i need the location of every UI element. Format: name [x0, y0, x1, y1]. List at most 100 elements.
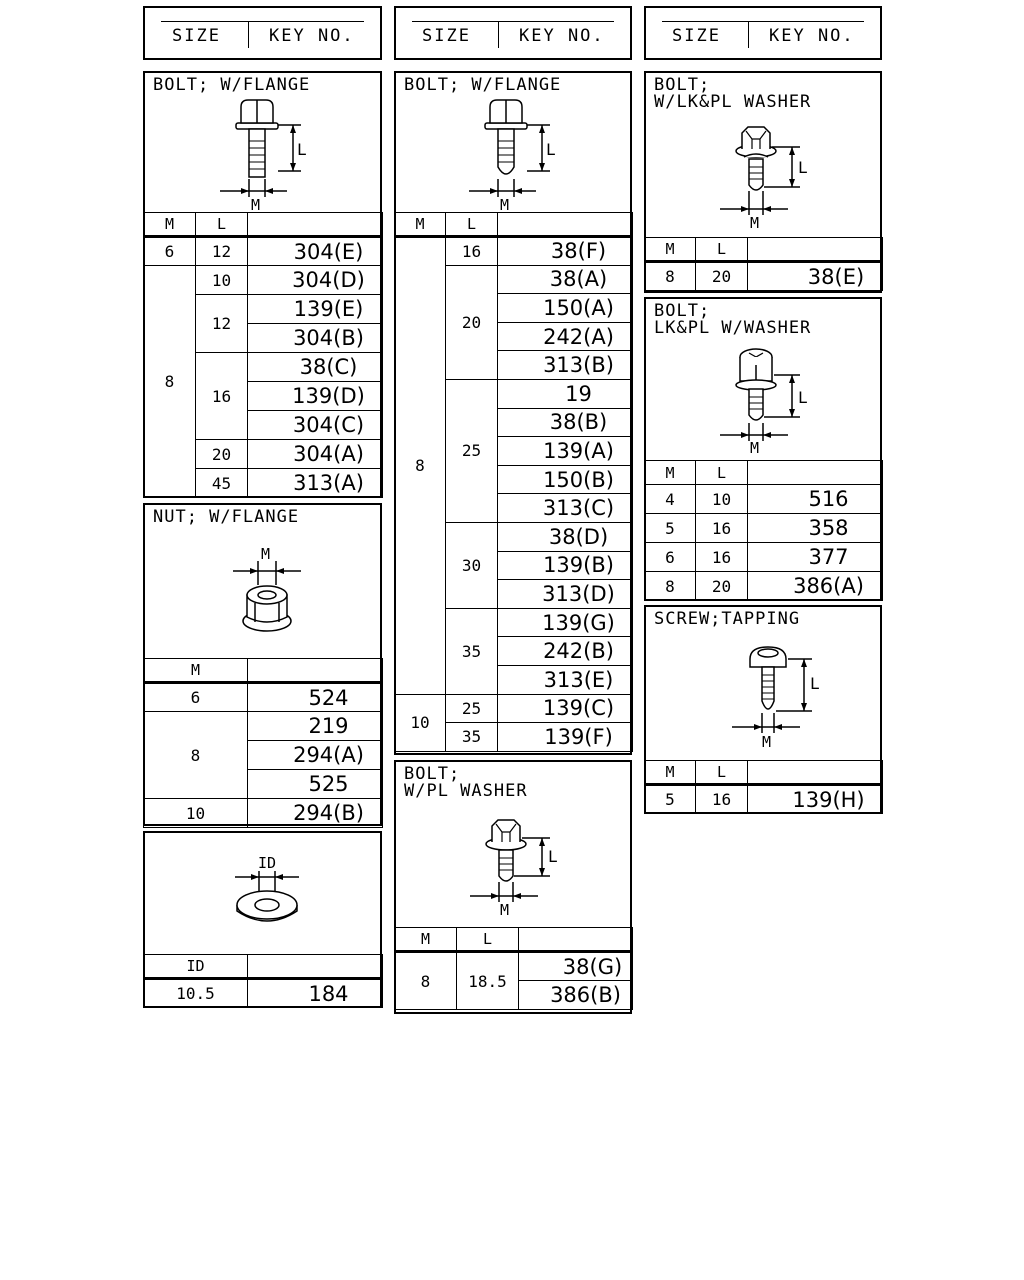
- table-row: 242(B): [395, 636, 633, 666]
- flange-bolt-icon: L M: [469, 99, 556, 213]
- table-row: 6 16 377: [644, 542, 883, 572]
- col-key-header: [747, 460, 883, 485]
- size-table: M 6 524 8 219 294(A) 525 10 294(B): [143, 658, 383, 828]
- header-box-2: SIZE KEY NO.: [394, 6, 632, 60]
- panel-bolt-flange-2: BOLT; W/FLANGE L M M L 8 16: [394, 71, 633, 755]
- panel-title: BOLT; W/LK&PL WASHER: [654, 75, 812, 112]
- col-l-header: L: [695, 760, 748, 786]
- dim-l-label: L: [798, 158, 808, 177]
- panel-bolt-pl-washer: BOLT; W/PL WASHER L M M L 8 18.: [394, 760, 633, 1014]
- table-row: 8 18.5 38(G): [394, 951, 633, 1010]
- table-row: 20 38(A): [395, 264, 633, 380]
- table-row: 8 10 304(D): [143, 265, 383, 498]
- table-row: 5 16 139(H): [644, 784, 883, 814]
- table-row: 35 139(F): [395, 722, 633, 752]
- header-box-1: SIZE KEY NO.: [143, 6, 382, 60]
- key-no-label: KEY NO.: [269, 26, 355, 46]
- table-row: 6 524: [143, 682, 383, 712]
- col-l-header: L: [445, 212, 498, 238]
- table-row: 6 12 304(E): [143, 236, 383, 266]
- table-row: 386(B): [395, 980, 633, 1010]
- table-row: 16 38(C): [144, 352, 383, 440]
- size-label: SIZE: [672, 26, 721, 46]
- dim-m-label: M: [762, 733, 771, 751]
- dim-m-label: M: [750, 439, 759, 457]
- table-row: 313(C): [395, 493, 633, 523]
- key-no-label: KEY NO.: [519, 26, 605, 46]
- panel-title: BOLT; LK&PL W/WASHER: [654, 301, 812, 338]
- dim-m-label: M: [500, 901, 509, 919]
- col-key-header: [747, 237, 883, 263]
- table-row: 304(B): [144, 323, 383, 353]
- panel-title: BOLT; W/PL WASHER: [404, 764, 528, 801]
- table-row: 38(B): [395, 407, 633, 438]
- col-m-header: M: [644, 237, 696, 263]
- panel-title: BOLT; W/FLANGE: [404, 75, 562, 95]
- panel-bolt-flange-1: BOLT; W/FLANGE L M M L 6 12: [143, 71, 383, 498]
- table-row: 35 139(G): [395, 607, 633, 695]
- col-m-header: M: [143, 658, 248, 684]
- pl-washer-bolt-icon: L M: [470, 819, 558, 919]
- dim-m-label: M: [750, 214, 759, 232]
- col-l-header: L: [456, 927, 519, 953]
- table-row: 525: [144, 769, 383, 799]
- col-id-header: ID: [143, 954, 248, 980]
- table-row: 8 20 38(E): [644, 261, 883, 291]
- header-divider: [748, 22, 749, 48]
- header-rule: [662, 21, 864, 22]
- table-row: 8 20 386(A): [644, 571, 883, 601]
- col-key-header: [247, 212, 383, 238]
- panel-title: BOLT; W/FLANGE: [153, 75, 311, 95]
- key-no-label: KEY NO.: [769, 26, 855, 46]
- col-l-header: L: [695, 460, 748, 485]
- table-row: 8 16 38(F): [394, 236, 633, 695]
- col-key-header: [247, 954, 383, 980]
- dim-m-label: M: [261, 545, 270, 563]
- table-row: 5 16 358: [644, 513, 883, 543]
- dim-m-label: M: [500, 196, 509, 213]
- lkpl-w-washer-bolt-icon: L M: [720, 348, 808, 457]
- dim-id-label: ID: [258, 854, 276, 872]
- col-key-header: [247, 658, 383, 684]
- table-row: 304(C): [144, 410, 383, 440]
- panel-title: NUT; W/FLANGE: [153, 507, 300, 527]
- col-m-header: M: [644, 760, 696, 786]
- panel-screw-tapping: SCREW;TAPPING L M M L 5 16 139(H: [644, 605, 883, 814]
- table-row: 45 313(A): [144, 468, 383, 498]
- washer-icon: ID: [235, 854, 299, 922]
- dim-l-label: L: [548, 847, 558, 866]
- table-row: 8 219: [143, 711, 383, 799]
- size-label: SIZE: [422, 26, 471, 46]
- size-table: ID 10.5 184: [143, 954, 383, 1008]
- dim-l-label: L: [297, 140, 307, 159]
- size-table: M L 8 16 38(F) 20 38(A) 150(A) 242(A) 31…: [394, 212, 633, 752]
- lkpl-washer-bolt-icon: L M: [720, 126, 808, 232]
- table-row: 150(A): [395, 293, 633, 323]
- panel-title: SCREW;TAPPING: [654, 609, 801, 629]
- flange-nut-icon: M: [233, 545, 301, 632]
- col-key-header: [747, 760, 883, 786]
- table-row: 20 304(A): [144, 439, 383, 469]
- table-row: 313(B): [395, 350, 633, 380]
- size-table: M L 8 20 38(E): [644, 237, 883, 291]
- col-l-header: L: [695, 237, 748, 263]
- col-l-header: L: [195, 212, 248, 238]
- size-table: M L 8 18.5 38(G) 386(B): [394, 927, 633, 1010]
- table-row: 139(D): [144, 381, 383, 411]
- table-row: 150(B): [395, 464, 633, 495]
- size-table: M L 4 10 516 5 16 358 6 16 377 8 20 386(…: [644, 460, 883, 601]
- table-row: 10 25 139(C): [394, 693, 633, 752]
- header-divider: [248, 22, 249, 48]
- flange-bolt-icon: L M: [220, 99, 307, 213]
- dim-l-label: L: [810, 674, 820, 693]
- table-row: 4 10 516: [644, 484, 883, 514]
- header-divider: [498, 22, 499, 48]
- col-key-header: [497, 212, 633, 238]
- col-m-header: M: [143, 212, 196, 238]
- header-rule: [412, 21, 614, 22]
- dim-l-label: L: [798, 388, 808, 407]
- table-row: 10.5 184: [143, 978, 383, 1008]
- dim-l-label: L: [546, 140, 556, 159]
- table-row: 313(E): [395, 664, 633, 695]
- header-rule: [161, 21, 364, 22]
